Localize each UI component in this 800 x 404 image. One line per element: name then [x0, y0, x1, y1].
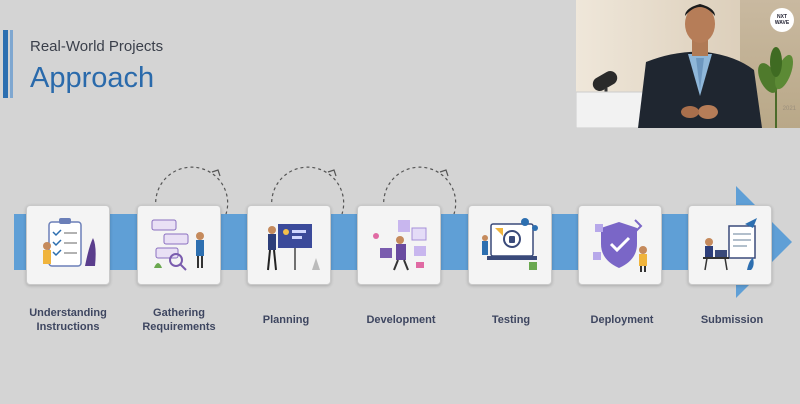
step-label-understanding: Understanding Instructions [29, 307, 107, 333]
checklist-icon [43, 218, 96, 267]
slide-title: Approach [30, 62, 155, 94]
testing-icon [482, 218, 538, 270]
deployment-shield-icon [593, 219, 647, 272]
cycle-arrow-development [383, 166, 457, 215]
submission-icon [703, 218, 757, 271]
cycle-arrow-requirements [155, 166, 229, 215]
step-card-planning [247, 205, 331, 285]
step-label-development: Development [366, 314, 436, 326]
step-label-testing: Testing [491, 314, 531, 326]
presenter-figure [576, 4, 794, 128]
step-card-understanding [26, 205, 110, 285]
step-label-planning: Planning [262, 314, 310, 326]
step-card-gathering [137, 205, 221, 285]
step-card-development [357, 205, 441, 285]
step-card-testing [468, 205, 552, 285]
presenter-webcam: NXT WAVE 2021 [576, 0, 800, 128]
step-label-gathering: Gathering Requirements [142, 307, 216, 333]
title-accent-bar [3, 30, 8, 98]
development-icon [373, 220, 427, 271]
cycle-arrow-planning [271, 166, 345, 215]
step-card-deployment [578, 205, 662, 285]
webcam-caption: 2021 [782, 106, 796, 112]
requirements-icon [151, 219, 204, 271]
planning-board-icon [267, 224, 320, 271]
step-card-submission [688, 205, 772, 285]
brand-logo: NXT WAVE [770, 8, 794, 32]
step-label-submission: Submission [700, 314, 764, 326]
title-accent-bar-light [10, 30, 13, 98]
plant-icon [758, 47, 794, 128]
slide-subtitle: Real-World Projects [30, 38, 164, 55]
step-label-deployment: Deployment [590, 314, 654, 326]
